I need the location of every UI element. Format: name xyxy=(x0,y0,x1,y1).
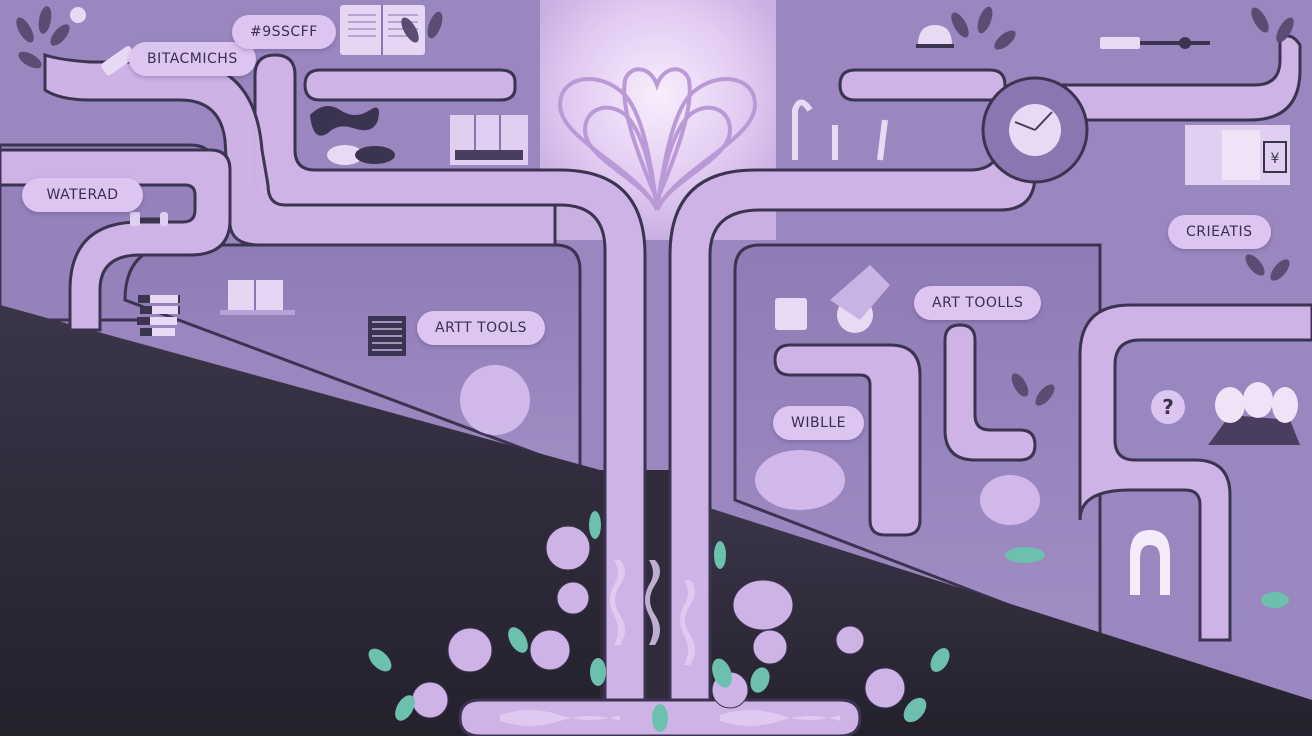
arch-icon xyxy=(1130,530,1170,595)
label-art-tools-left: ARTT TOOLS xyxy=(417,311,545,345)
eraser-icon xyxy=(101,46,136,76)
key-icon xyxy=(310,106,379,136)
label-art-tools-right: ART TOOLLS xyxy=(914,286,1042,320)
notepad-icon xyxy=(368,316,406,356)
microscope-icon xyxy=(792,99,888,161)
label-wiblle: WIBLLE xyxy=(773,406,865,440)
bulb-plant-right xyxy=(652,541,950,732)
plant-icon xyxy=(16,6,86,69)
flower-bush-icon xyxy=(460,365,1040,525)
seed-icon xyxy=(327,145,395,165)
camera-icon xyxy=(775,265,890,333)
label-branches: BITACMICHS xyxy=(129,42,256,76)
plant-icon xyxy=(401,6,1294,406)
dome-lamp-icon xyxy=(916,25,954,48)
dumbbell-icon xyxy=(130,212,168,226)
svg-text:¥: ¥ xyxy=(1271,151,1280,167)
heart-flower-icon xyxy=(557,67,758,211)
clock-icon xyxy=(981,76,1089,184)
stack-of-books-icon xyxy=(137,295,180,336)
label-waterad: WATERAD xyxy=(22,178,143,212)
bulb-plant-left xyxy=(368,511,606,721)
scissors-icon xyxy=(1100,37,1210,49)
cabinet-icon: ¥ xyxy=(1185,125,1290,185)
label-crieatis: CRIEATIS xyxy=(1168,215,1271,249)
open-book-icon xyxy=(220,280,295,315)
bookshelf-icon xyxy=(450,115,528,165)
label-hex-code: #9SSCFF xyxy=(232,15,336,49)
flower-bush-icon xyxy=(1208,382,1300,445)
question-mark-icon: ? xyxy=(1151,390,1185,424)
